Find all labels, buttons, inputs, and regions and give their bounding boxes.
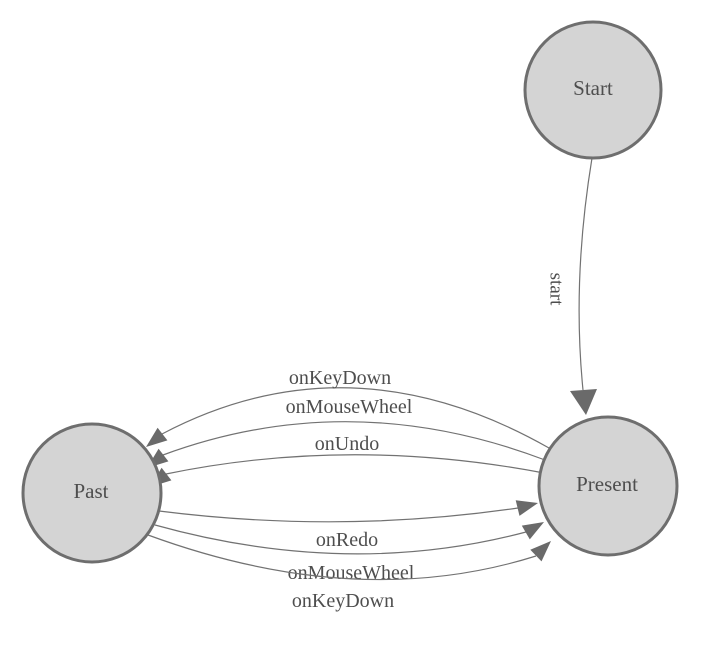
edge-onmousewheel-to-present-path <box>154 524 527 555</box>
edge-onmousewheel-to-past: onMouseWheel <box>147 396 546 468</box>
node-past-label: Past <box>73 479 108 503</box>
edge-onredo-arrowhead-icon <box>515 500 538 516</box>
edge-onmousewheel-to-past-label: onMouseWheel <box>286 396 413 418</box>
edge-start-arrowhead-icon <box>570 389 597 415</box>
edge-onredo-path <box>158 507 519 523</box>
edge-onkeydown-to-present-path <box>147 534 537 581</box>
edge-onkeydown-to-past-arrowhead-icon <box>146 427 168 447</box>
node-present[interactable]: Present <box>537 415 679 557</box>
edge-start-path <box>578 157 593 391</box>
node-start-label: Start <box>573 76 613 100</box>
edge-onmousewheel-to-present: onMouseWheel <box>154 522 544 584</box>
edge-onkeydown-to-present-label: onKeyDown <box>292 590 394 612</box>
edge-onredo: onRedo <box>158 500 538 551</box>
node-present-label: Present <box>576 472 638 496</box>
edge-onkeydown-to-present: onKeyDown <box>147 534 551 612</box>
node-start[interactable]: Start <box>523 20 663 160</box>
node-start-circle[interactable] <box>523 20 663 160</box>
edge-onmousewheel-to-past-path <box>162 421 546 461</box>
edge-onmousewheel-to-present-arrowhead-icon <box>521 522 544 540</box>
node-present-circle[interactable] <box>537 415 679 557</box>
edge-onkeydown-to-past-path <box>161 387 550 449</box>
edge-onmousewheel-to-present-label: onMouseWheel <box>288 562 415 584</box>
edge-onredo-label: onRedo <box>316 529 378 551</box>
node-past[interactable]: Past <box>21 422 163 564</box>
edge-onkeydown-to-past-label: onKeyDown <box>289 367 391 389</box>
edge-onkeydown-to-past: onKeyDown <box>146 367 550 449</box>
edge-start: start <box>546 157 597 415</box>
edge-onundo-path <box>165 454 545 475</box>
edge-onundo-label: onUndo <box>315 433 379 455</box>
node-past-circle[interactable] <box>21 422 163 564</box>
edge-onkeydown-to-present-arrowhead-icon <box>530 541 551 562</box>
edge-start-label: start <box>546 273 567 306</box>
